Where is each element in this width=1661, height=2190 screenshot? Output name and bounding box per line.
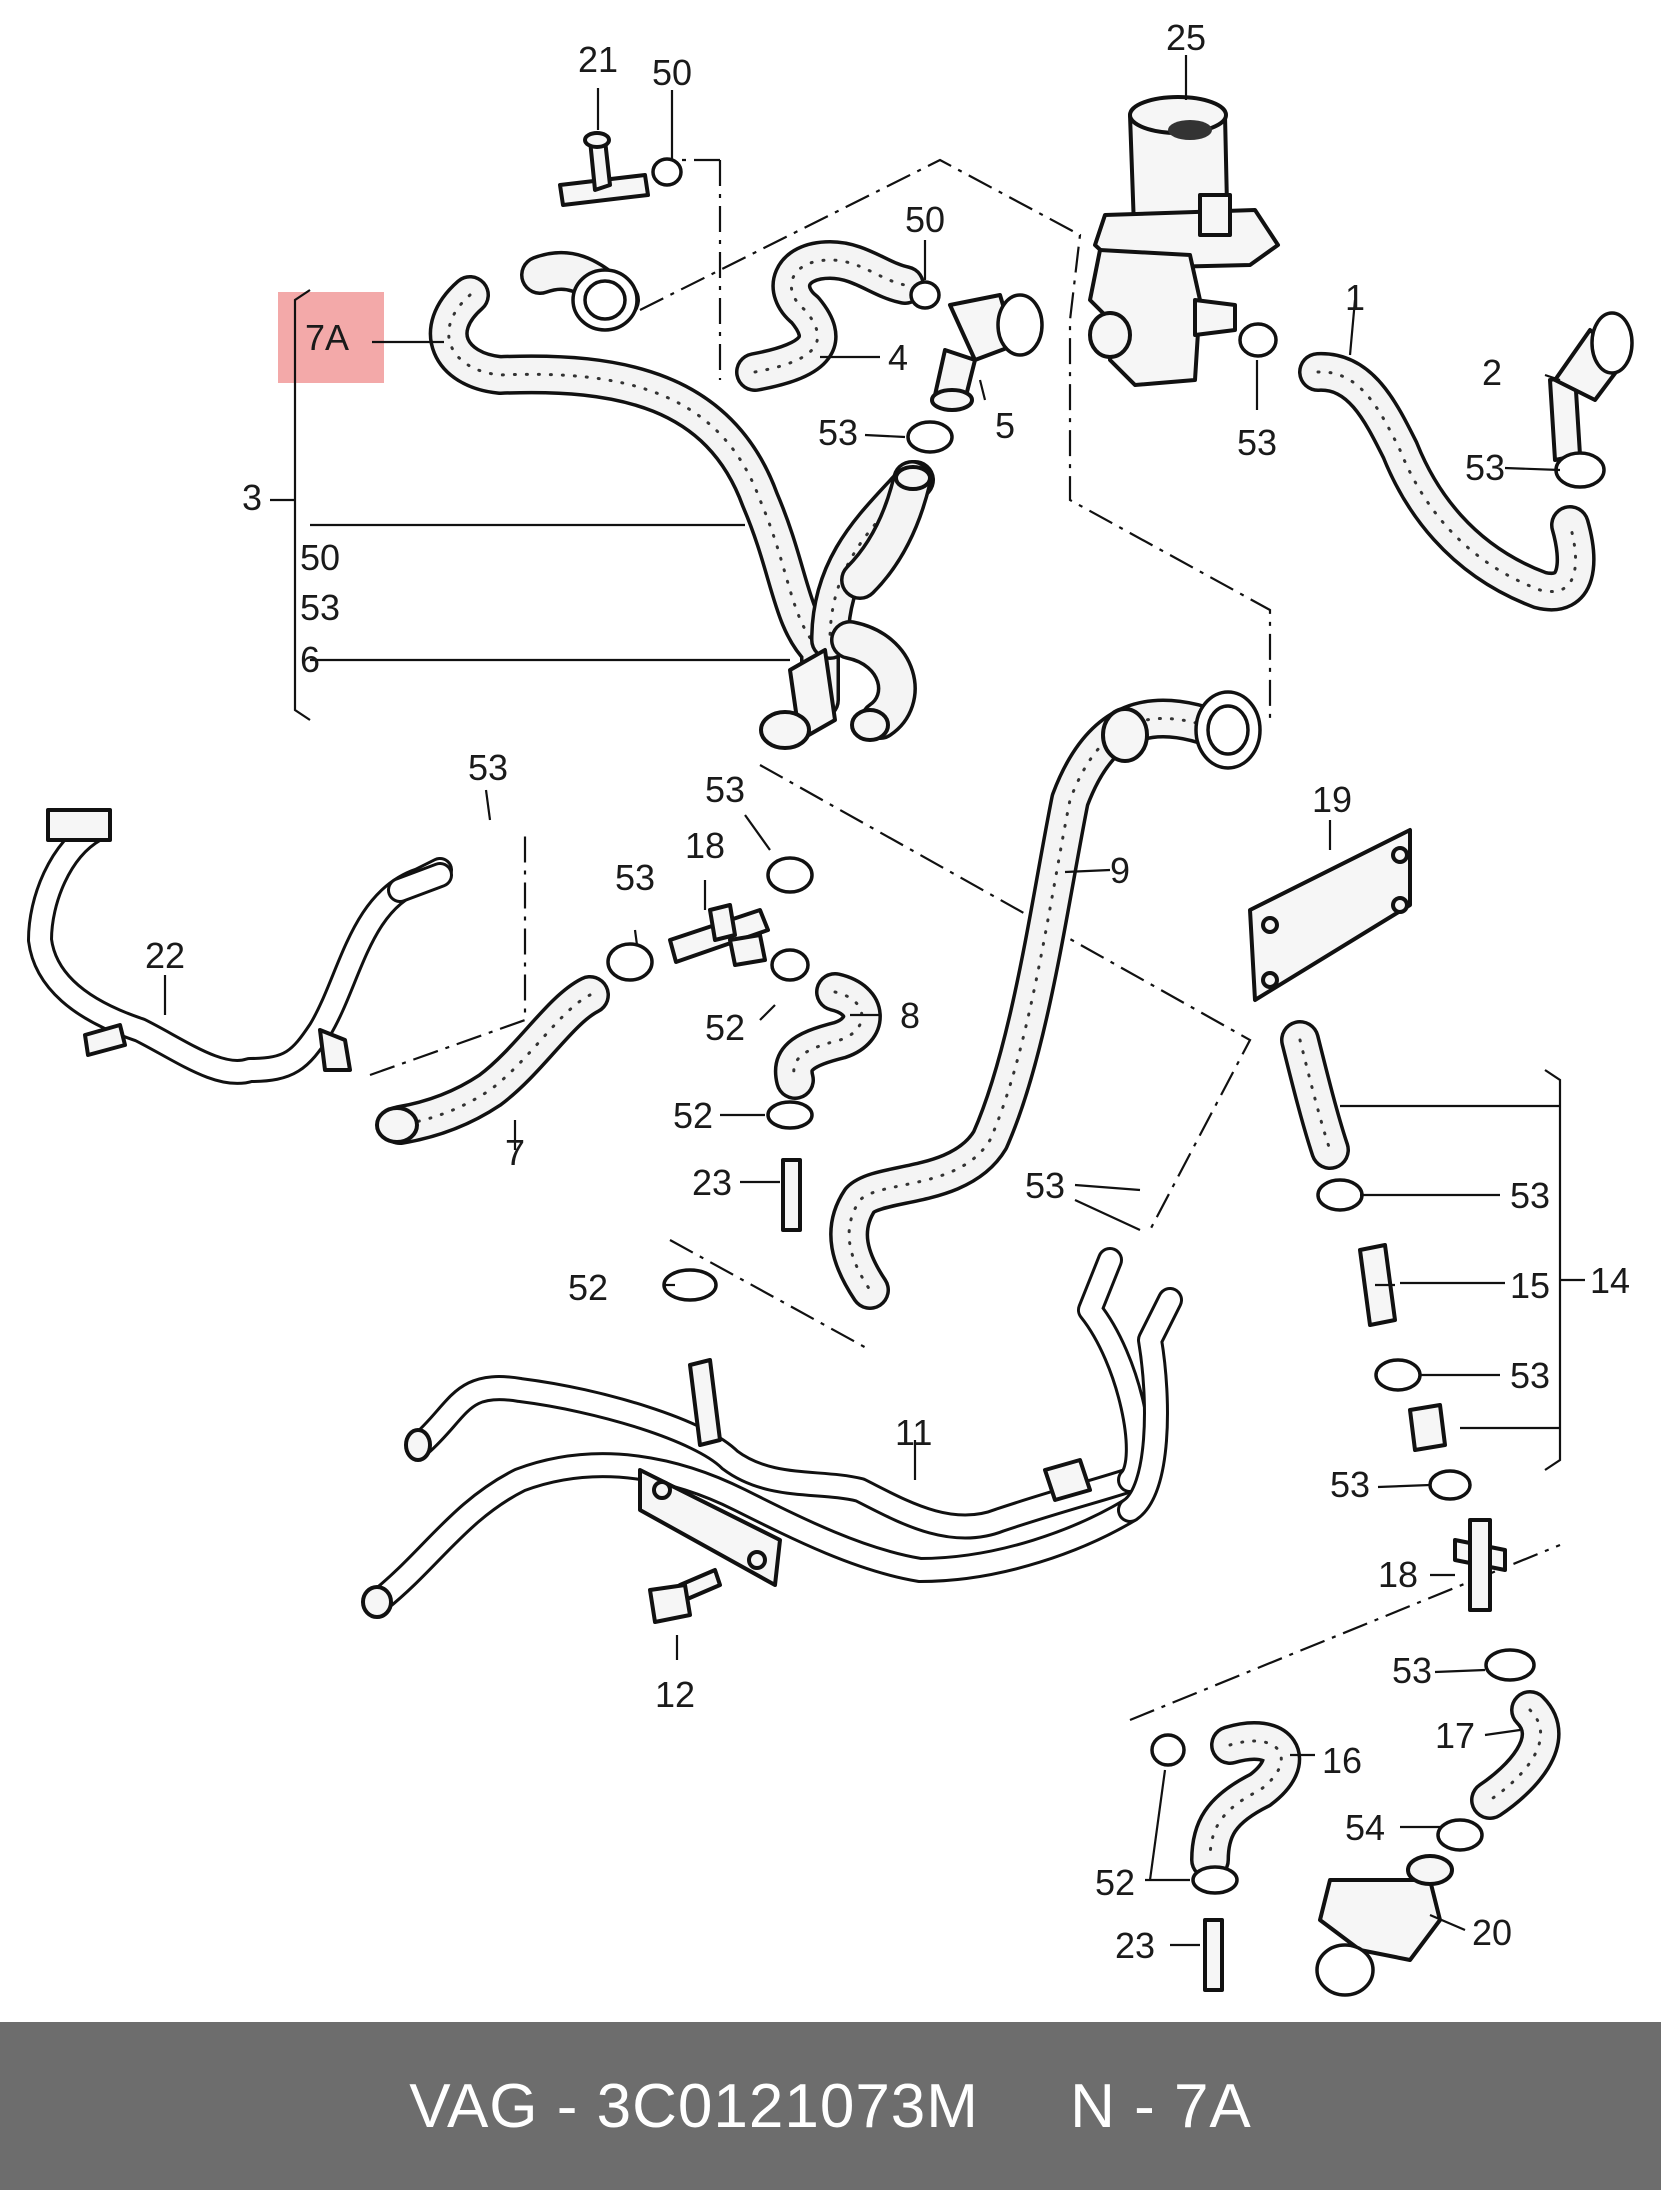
label-11: 11: [895, 1412, 932, 1453]
hose-16: [1150, 1721, 1302, 1992]
label-16: 16: [1322, 1740, 1362, 1781]
label-14: 14: [1590, 1260, 1630, 1301]
connector-5: [906, 293, 1044, 454]
label-53: 53: [1392, 1650, 1432, 1691]
valve-25: [1088, 95, 1280, 387]
pipe-22: [27, 808, 453, 1085]
label-1: 1: [1345, 277, 1365, 318]
label-53: 53: [705, 769, 745, 810]
label-53: 53: [1237, 422, 1277, 463]
label-18: 18: [1378, 1554, 1418, 1595]
label-23: 23: [1115, 1925, 1155, 1966]
boundary-top: [680, 158, 722, 380]
hose-8: [766, 972, 882, 1232]
label-5: 5: [995, 405, 1015, 446]
label-7: 7: [505, 1132, 525, 1173]
label-23: 23: [692, 1162, 732, 1203]
label-54: 54: [1345, 1807, 1385, 1848]
footer-brand: VAG: [409, 2071, 539, 2141]
label-52: 52: [673, 1095, 713, 1136]
part-labels: 21 50 25 50 1 2 7A 4 53 5 53 53 3 50 53 …: [145, 17, 1630, 1966]
connector-2: [1548, 311, 1634, 489]
plate-19: [1248, 828, 1412, 1002]
label-53: 53: [1510, 1355, 1550, 1396]
label-53: 53: [468, 747, 508, 788]
label-18: 18: [685, 825, 725, 866]
label-25: 25: [1166, 17, 1206, 58]
label-53: 53: [1465, 447, 1505, 488]
hose-9: [829, 690, 1262, 1310]
boundary-left: [369, 830, 527, 1077]
boundary-lower: [669, 1239, 871, 1351]
hose-4: [735, 240, 941, 392]
label-8: 8: [900, 995, 920, 1036]
footer-part-number: 3C0121073M: [596, 2071, 979, 2141]
hose-upper-center: [840, 460, 932, 600]
label-4: 4: [888, 337, 908, 378]
label-52: 52: [1095, 1862, 1135, 1903]
boundary-upper: [639, 158, 1272, 720]
label-52: 52: [568, 1267, 608, 1308]
footer-position: 7A: [1173, 2071, 1252, 2141]
label-53: 53: [1025, 1165, 1065, 1206]
label-20: 20: [1472, 1912, 1512, 1953]
hose-1: [1298, 352, 1596, 612]
hose-7: [375, 975, 610, 1145]
hose-17-part-20: [1315, 1690, 1561, 1997]
footer-bar: VAG - 3C0121073M N - 7A: [0, 2022, 1661, 2190]
fitting-21: [558, 131, 683, 207]
t-piece-18-upper: [606, 856, 814, 982]
footer-part-info: VAG - 3C0121073M N - 7A: [409, 2071, 1252, 2142]
pipe-11: [361, 1247, 1183, 1619]
boundary-bottom-right: [1129, 1543, 1561, 1722]
label-15: 15: [1510, 1265, 1550, 1306]
label-50: 50: [300, 537, 340, 578]
parts-diagram: 21 50 25 50 1 2 7A 4 53 5 53 53 3 50 53 …: [27, 17, 1634, 1997]
label-53: 53: [1510, 1175, 1550, 1216]
label-3: 3: [242, 477, 262, 518]
bracket-3: [270, 289, 311, 721]
label-7a: 7A: [305, 317, 349, 358]
label-19: 19: [1312, 779, 1352, 820]
label-52: 52: [705, 1007, 745, 1048]
label-50: 50: [905, 199, 945, 240]
label-53: 53: [300, 587, 340, 628]
label-21: 21: [578, 39, 618, 80]
label-53: 53: [1330, 1464, 1370, 1505]
label-2: 2: [1482, 352, 1502, 393]
footer-separator: -: [538, 2071, 597, 2141]
hose-assembly-3: [428, 250, 935, 750]
label-6: 6: [300, 639, 320, 680]
footer-gap: [979, 2072, 1070, 2141]
assembly-14: [1280, 1020, 1536, 1682]
label-53: 53: [818, 412, 858, 453]
boundary-middle: [759, 764, 1252, 1231]
label-22: 22: [145, 935, 185, 976]
label-50: 50: [652, 52, 692, 93]
label-12: 12: [655, 1674, 695, 1715]
bracket-bolt-12: [638, 1468, 782, 1624]
label-17: 17: [1435, 1715, 1475, 1756]
bracket-14: [1544, 1069, 1585, 1471]
label-53: 53: [615, 857, 655, 898]
footer-position-prefix: N -: [1070, 2071, 1174, 2141]
label-9: 9: [1110, 850, 1130, 891]
